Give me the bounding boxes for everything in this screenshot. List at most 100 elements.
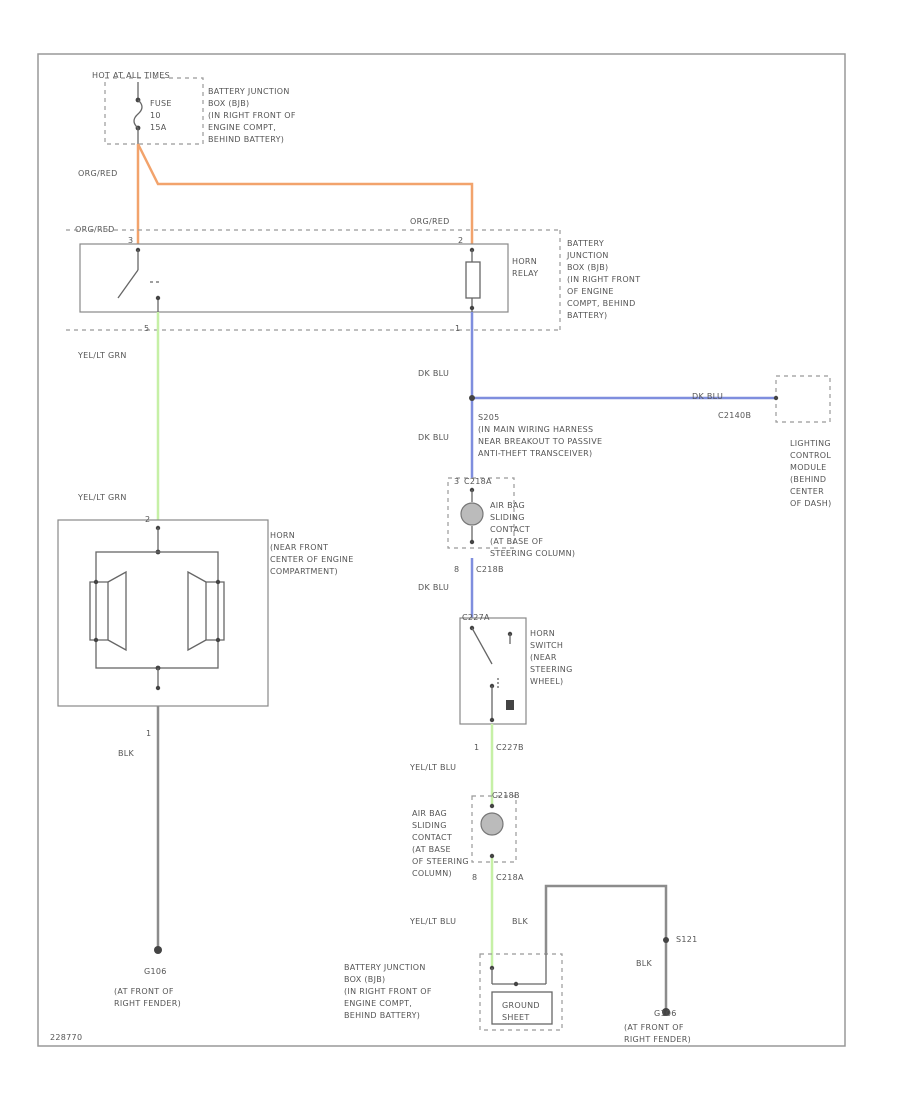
lower-contact-location-6: COLUMN) xyxy=(412,869,452,878)
yel-grn-label-2: YEL/LT GRN xyxy=(77,493,127,502)
dk-blu-circuit: DK BLU DK BLU DK BLU DK BLU S205 (IN MAI… xyxy=(418,312,776,618)
splice-name: S205 xyxy=(478,413,500,422)
lower-contact-connector-top: C218B xyxy=(492,791,520,800)
relay-name-1: HORN xyxy=(512,257,537,266)
bjb-ground-location-1: BATTERY JUNCTION xyxy=(344,963,426,972)
lower-contact-connector-bottom: C218A xyxy=(496,873,524,882)
ground-right-location-2: RIGHT FENDER) xyxy=(624,1035,691,1044)
upper-contact-location-4: (AT BASE OF xyxy=(490,537,543,546)
lcm-location-5: CENTER xyxy=(790,487,824,496)
org-red-label-3: ORG/RED xyxy=(410,217,450,226)
lower-contact-location-3: CONTACT xyxy=(412,833,452,842)
horn-switch-connector-top: C227A xyxy=(462,613,490,622)
upper-contact-location-1: AIR BAG xyxy=(490,501,525,510)
lcm-connector: C2140B xyxy=(718,411,751,420)
bjb-ground-name-2: SHEET xyxy=(502,1013,530,1022)
ground-left-name: G106 xyxy=(144,967,167,976)
org-red-label-2: ORG/RED xyxy=(75,225,115,234)
horn-pin-2: 2 xyxy=(145,515,150,524)
relay-name-2: RELAY xyxy=(512,269,539,278)
fuse-location-2: BOX (BJB) xyxy=(208,99,249,108)
diagram-code: 228770 xyxy=(50,1033,82,1042)
ground-left-location-2: RIGHT FENDER) xyxy=(114,999,181,1008)
fuse-location-1: BATTERY JUNCTION xyxy=(208,87,290,96)
fuse-block: HOT AT ALL TIMES FUSE 10 15A BATTERY JUN… xyxy=(92,71,296,145)
horn-switch-location-1: HORN xyxy=(530,629,555,638)
horn-switch-connector-bottom: C227B xyxy=(496,743,524,752)
lower-contact-location-1: AIR BAG xyxy=(412,809,447,818)
fuse-label-1: FUSE xyxy=(150,99,172,108)
fuse-location-4: ENGINE COMPT, xyxy=(208,123,276,132)
relay-location-7: BATTERY) xyxy=(567,311,607,320)
bjb-ground-location-5: BEHIND BATTERY) xyxy=(344,1011,420,1020)
ground-left: BLK G106 (AT FRONT OF RIGHT FENDER) xyxy=(114,706,181,1008)
yel-blu-circuit: YEL/LT BLU YEL/LT BLU xyxy=(409,724,494,968)
horn-assembly: 2 1 HORN (NEAR FRONT CENTER OF ENGINE CO… xyxy=(57,515,354,738)
horn-relay: 3 2 HORN RELAY BATTERY JUNCTION BOX (BJB… xyxy=(66,229,640,333)
lcm-location-1: LIGHTING xyxy=(790,439,831,448)
relay-pin-1: 1 xyxy=(455,324,460,333)
fuse-location-5: BEHIND BATTERY) xyxy=(208,135,284,144)
dk-blu-label-2: DK BLU xyxy=(692,392,723,401)
yel-blu-label-1: YEL/LT BLU xyxy=(409,763,456,772)
relay-location-6: COMPT, BEHIND xyxy=(567,299,636,308)
relay-location-5: OF ENGINE xyxy=(567,287,614,296)
fuse-header: HOT AT ALL TIMES xyxy=(92,71,170,80)
blk-wire-right xyxy=(544,884,668,1010)
blk-label-2: BLK xyxy=(512,917,529,926)
horn-switch-location-4: STEERING xyxy=(530,665,573,674)
dk-blu-label-1: DK BLU xyxy=(418,369,449,378)
upper-contact-pin-bottom: 8 xyxy=(454,565,459,574)
dk-blu-label-4: DK BLU xyxy=(418,583,449,592)
lcm-location-6: OF DASH) xyxy=(790,499,832,508)
splice-location-2: NEAR BREAKOUT TO PASSIVE xyxy=(478,437,602,446)
upper-contact-location-2: SLIDING xyxy=(490,513,525,522)
yel-blu-label-2: YEL/LT BLU xyxy=(409,917,456,926)
blk-label-1: BLK xyxy=(118,749,135,758)
horn-location-4: COMPARTMENT) xyxy=(270,567,338,576)
airbag-contact-lower: C218B AIR BAG SLIDING CONTACT (AT BASE O… xyxy=(412,791,524,882)
lower-contact-pin-bottom: 8 xyxy=(472,873,477,882)
horn-location-3: CENTER OF ENGINE xyxy=(270,555,354,564)
org-red-wire-jog xyxy=(136,143,474,244)
lighting-control-module: C2140B LIGHTING CONTROL MODULE (BEHIND C… xyxy=(718,375,832,508)
upper-contact-location-5: STEERING COLUMN) xyxy=(490,549,575,558)
yel-grn-circuit: YEL/LT GRN YEL/LT GRN xyxy=(77,312,160,520)
ground-right-location-1: (AT FRONT OF xyxy=(624,1023,684,1032)
blk-label-3: BLK xyxy=(636,959,653,968)
bjb-ground-location-3: (IN RIGHT FRONT OF xyxy=(344,987,432,996)
lcm-location-3: MODULE xyxy=(790,463,827,472)
upper-contact-pin-top: 3 xyxy=(454,477,459,486)
lower-contact-location-2: SLIDING xyxy=(412,821,447,830)
lower-contact-location-4: (AT BASE xyxy=(412,845,451,854)
lcm-location-4: (BEHIND xyxy=(790,475,826,484)
fuse-label-2: 10 xyxy=(150,111,161,120)
horn-location-2: (NEAR FRONT xyxy=(270,543,328,552)
horn-switch-pin-bottom: 1 xyxy=(474,743,479,752)
bjb-ground-name-1: GROUND xyxy=(502,1001,540,1010)
horn-switch: C227A HORN SWITCH (NEAR STEERING WHEEL) … xyxy=(459,613,573,752)
relay-pin-2: 2 xyxy=(458,236,463,245)
bjb-ground-sheet: GROUND SHEET BATTERY JUNCTION BOX (BJB) … xyxy=(344,953,563,1031)
relay-pin-5: 5 xyxy=(144,324,149,333)
horn-pin-1: 1 xyxy=(146,729,151,738)
upper-contact-lower-connector: C218B xyxy=(476,565,504,574)
yel-grn-label-1: YEL/LT GRN xyxy=(77,351,127,360)
relay-pin-3: 3 xyxy=(128,236,133,245)
ground-right: BLK BLK S121 G106 (AT FRONT OF RIGHT FEN… xyxy=(512,884,697,1044)
splice-location-3: ANTI-THEFT TRANSCEIVER) xyxy=(478,449,592,458)
lcm-location-2: CONTROL xyxy=(790,451,831,460)
horn-switch-location-5: WHEEL) xyxy=(530,677,563,686)
relay-location-1: BATTERY xyxy=(567,239,604,248)
ground-left-location-1: (AT FRONT OF xyxy=(114,987,174,996)
org-red-label-1: ORG/RED xyxy=(78,169,118,178)
horn-switch-location-3: (NEAR xyxy=(530,653,557,662)
org-red-circuit: ORG/RED ORG/RED ORG/RED xyxy=(75,143,474,244)
bjb-ground-location-4: ENGINE COMPT, xyxy=(344,999,412,1008)
horn-location-1: HORN xyxy=(270,531,295,540)
upper-contact-connector: C218A xyxy=(464,477,492,486)
relay-location-4: (IN RIGHT FRONT xyxy=(567,275,640,284)
bjb-ground-location-2: BOX (BJB) xyxy=(344,975,385,984)
ground-right-name: G106 xyxy=(654,1009,677,1018)
